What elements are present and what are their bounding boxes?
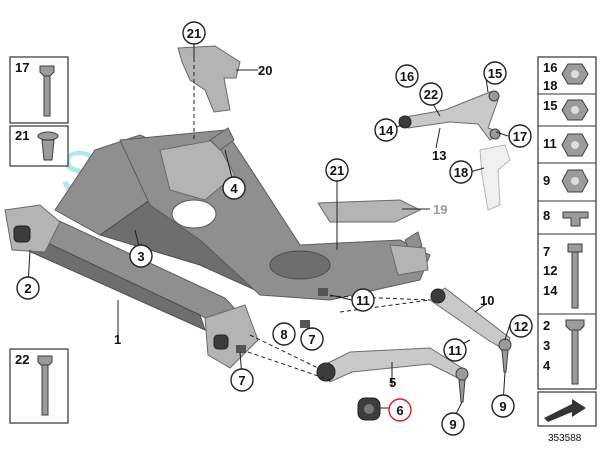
svg-text:10: 10 <box>480 293 494 308</box>
callout-7-middle: 7 <box>300 327 324 351</box>
svg-text:16: 16 <box>543 60 557 75</box>
svg-text:21: 21 <box>330 163 344 178</box>
svg-text:12: 12 <box>514 319 528 334</box>
callout-6: 6 <box>388 398 412 422</box>
control-arm-bushing <box>357 397 381 421</box>
callout-19: 19 <box>433 202 447 217</box>
arrow-icon <box>544 399 586 422</box>
callout-1: 1 <box>114 332 121 347</box>
svg-text:21: 21 <box>187 26 201 41</box>
callout-5: 5 <box>389 375 396 390</box>
svg-text:21: 21 <box>15 128 29 143</box>
callout-21-top: 21 <box>182 21 206 45</box>
callout-2: 2 <box>16 276 40 300</box>
hex-bolt-icon <box>567 243 583 309</box>
flange-nut-icon <box>561 63 589 85</box>
callout-22-arm: 22 <box>419 82 443 106</box>
svg-text:7: 7 <box>308 332 315 347</box>
lock-nut-icon <box>561 169 589 193</box>
svg-text:11: 11 <box>448 343 462 358</box>
legend-box-17: 17 <box>9 56 69 124</box>
strut-bump-stop <box>479 144 511 211</box>
callout-14: 14 <box>374 118 398 142</box>
svg-text:17: 17 <box>513 129 527 144</box>
callout-8: 8 <box>272 322 296 346</box>
svg-text:18: 18 <box>454 165 468 180</box>
legend-box-21: 21 <box>9 125 69 167</box>
svg-text:11: 11 <box>543 136 557 151</box>
callout-10: 10 <box>480 293 494 308</box>
svg-text:8: 8 <box>543 208 550 223</box>
legend-column-right: 16 18 15 11 9 8 <box>537 56 597 390</box>
heat-shield-middle <box>317 199 422 223</box>
hex-nut-icon <box>561 133 589 157</box>
long-bolt-icon <box>37 355 53 416</box>
callout-15: 15 <box>483 61 507 85</box>
svg-text:16: 16 <box>400 69 414 84</box>
callout-7-left: 7 <box>230 368 254 392</box>
svg-text:22: 22 <box>15 352 29 367</box>
callout-12: 12 <box>509 314 533 338</box>
svg-text:9: 9 <box>449 417 456 432</box>
callout-21-middle: 21 <box>325 158 349 182</box>
tension-strut <box>429 287 512 373</box>
front-subframe <box>4 127 431 369</box>
svg-text:15: 15 <box>543 98 557 113</box>
svg-text:3: 3 <box>543 338 550 353</box>
svg-text:12: 12 <box>543 263 557 278</box>
callout-17: 17 <box>508 124 532 148</box>
svg-text:11: 11 <box>356 293 370 308</box>
callout-16: 16 <box>395 64 419 88</box>
svg-text:6: 6 <box>396 403 403 418</box>
callout-3: 3 <box>129 244 153 268</box>
svg-text:7: 7 <box>543 244 550 259</box>
flange-bolt-icon <box>565 319 585 385</box>
svg-text:1: 1 <box>114 332 121 347</box>
svg-text:17: 17 <box>15 60 29 75</box>
callout-11-right: 11 <box>443 338 467 362</box>
bolt-icon <box>39 65 55 117</box>
direction-indicator <box>537 391 597 427</box>
catalog-number: 353588 <box>548 433 582 444</box>
svg-text:9: 9 <box>543 173 550 188</box>
callout-9-right: 9 <box>491 394 515 418</box>
svg-text:9: 9 <box>499 399 506 414</box>
upper-control-arm <box>398 90 502 141</box>
callout-11-left: 11 <box>351 288 375 312</box>
callout-13: 13 <box>432 148 446 163</box>
callout-20: 20 <box>258 63 272 78</box>
nut-icon <box>561 99 589 121</box>
heat-shield-upper <box>177 45 241 113</box>
svg-text:15: 15 <box>488 66 502 81</box>
svg-text:4: 4 <box>543 358 551 373</box>
svg-text:2: 2 <box>24 281 31 296</box>
svg-text:5: 5 <box>389 375 396 390</box>
legend-box-22: 22 <box>9 348 69 424</box>
callout-9-left: 9 <box>441 412 465 436</box>
lower-control-arm <box>316 347 469 403</box>
callout-4: 4 <box>222 176 246 200</box>
svg-text:7: 7 <box>238 373 245 388</box>
mounting-brackets <box>236 288 328 353</box>
svg-text:8: 8 <box>280 327 287 342</box>
svg-text:19: 19 <box>433 202 447 217</box>
screw-clip-icon <box>37 131 59 161</box>
callout-18: 18 <box>449 160 473 184</box>
svg-text:20: 20 <box>258 63 272 78</box>
svg-text:14: 14 <box>379 123 394 138</box>
svg-text:22: 22 <box>424 87 438 102</box>
svg-text:18: 18 <box>543 78 557 93</box>
svg-text:4: 4 <box>230 181 238 196</box>
clamp-bracket-icon <box>562 211 589 227</box>
svg-text:13: 13 <box>432 148 446 163</box>
svg-text:14: 14 <box>543 283 558 298</box>
svg-text:2: 2 <box>543 318 550 333</box>
svg-text:3: 3 <box>137 249 144 264</box>
